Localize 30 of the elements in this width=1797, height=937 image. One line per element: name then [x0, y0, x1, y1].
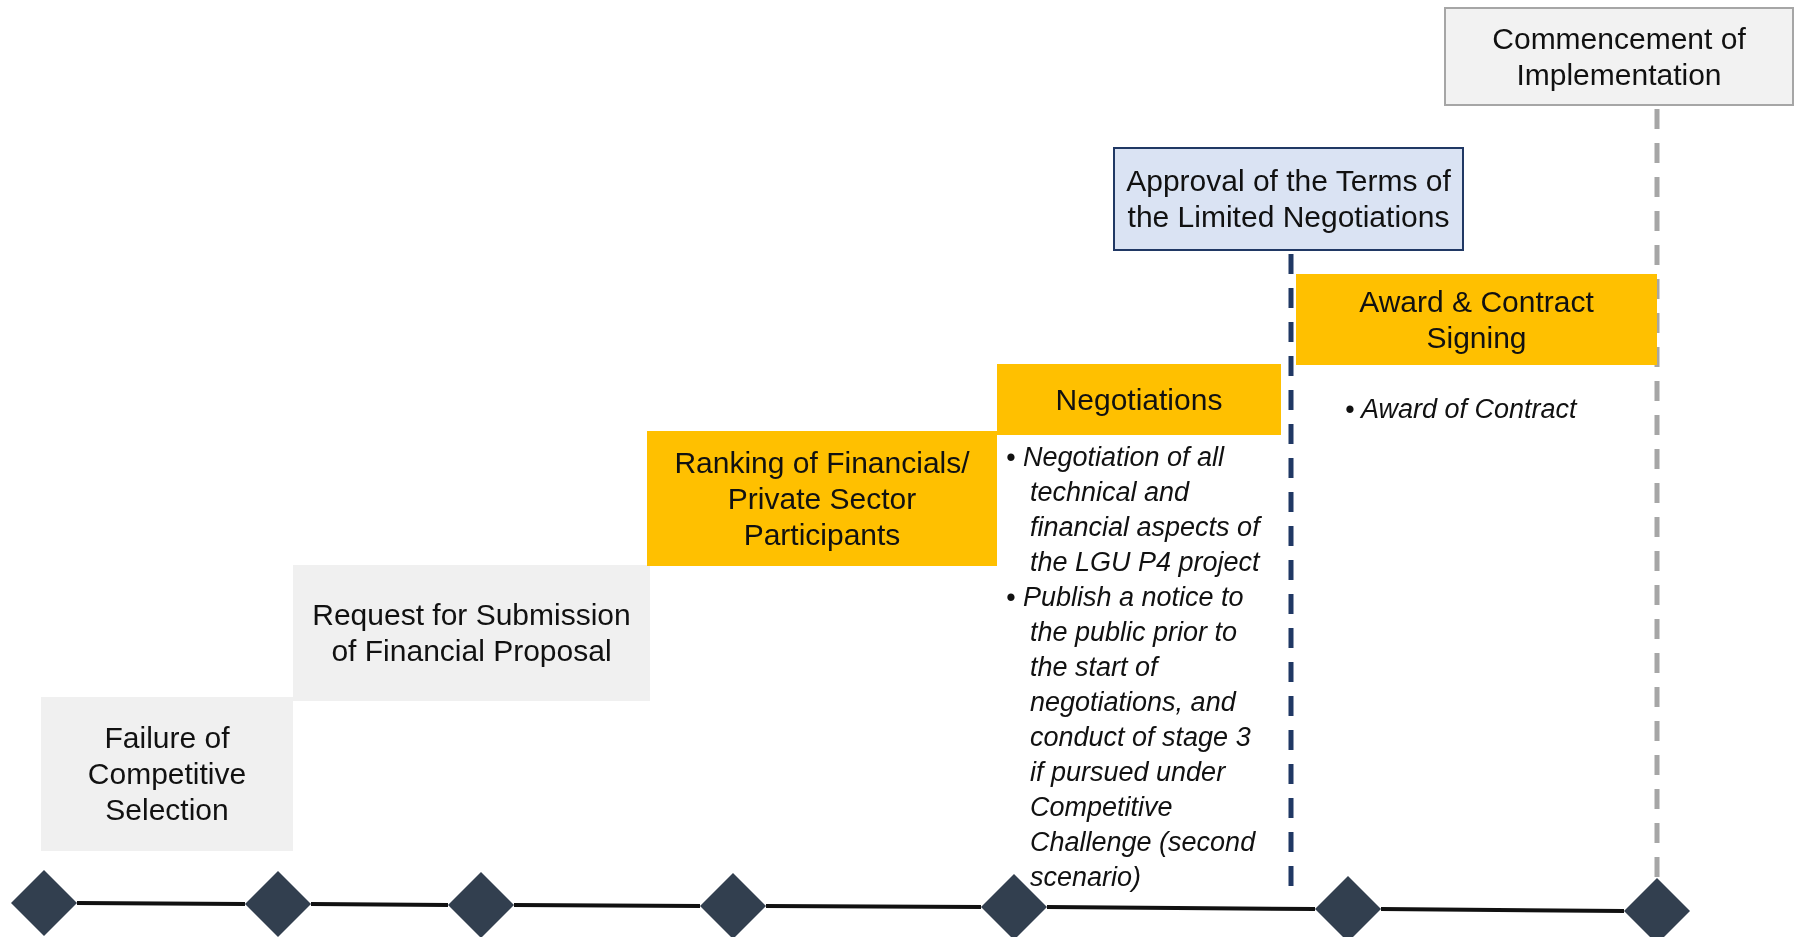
dashed-line	[1288, 254, 1294, 888]
milestone-diamond	[700, 873, 766, 937]
milestone-diamond	[245, 871, 311, 937]
step-label: Approval of the Terms of the Limited Negotiations	[1125, 163, 1452, 235]
step-label: Failure of Competitive Selection	[86, 720, 248, 828]
step-label: Request for Submission of Financial Proposal	[311, 597, 632, 669]
timeline-line	[766, 904, 981, 909]
timeline-line	[311, 902, 448, 907]
bullet-text: • Publish a notice to the public prior to the start of negotiations, and conduct of stage 3 if pursued under Competitive Challenge (second scenario)	[1006, 581, 1257, 894]
step-box	[647, 431, 997, 566]
step-box	[997, 364, 1281, 435]
milestone-diamond	[1315, 876, 1381, 937]
milestone-diamond	[1624, 878, 1690, 937]
bullet-text: • Negotiation of all technical and financial aspects of the LGU P4 project	[1006, 441, 1262, 579]
milestone-diamond	[11, 870, 77, 936]
timeline-line	[514, 903, 700, 908]
step-label: Award & Contract Signing	[1358, 283, 1595, 356]
timeline-line	[1047, 905, 1315, 911]
dashed-line	[1654, 109, 1660, 878]
step-box	[293, 565, 650, 701]
step-label: Ranking of Financials/ Private Sector Participants	[673, 444, 971, 553]
milestone-diamond	[448, 872, 514, 937]
step-label: Negotiations	[1055, 381, 1223, 418]
step-box	[1296, 274, 1657, 365]
step-label: Commencement of Implementation	[1491, 20, 1747, 93]
timeline-line	[77, 901, 245, 906]
bullet-text: • Award of Contract	[1345, 393, 1579, 426]
timeline-line	[1381, 907, 1624, 913]
step-box	[1113, 147, 1464, 251]
step-box	[1444, 7, 1794, 106]
